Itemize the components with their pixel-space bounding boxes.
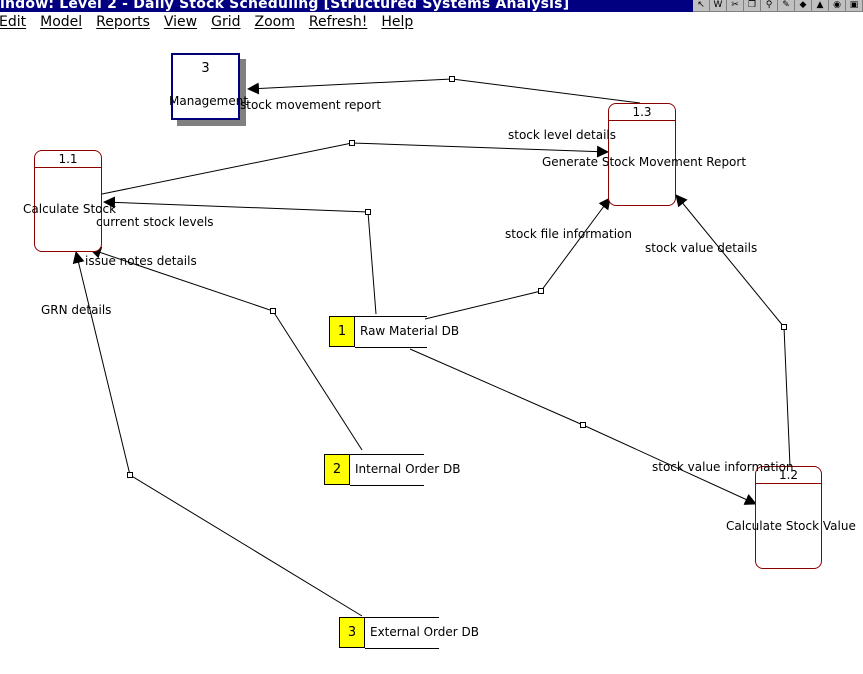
- menu-model[interactable]: Model: [40, 14, 83, 30]
- store-number: 3: [339, 617, 365, 648]
- diagram-canvas[interactable]: 3 Management 1.1 Calculate Stock 1.2 Cal…: [0, 32, 863, 674]
- arrow-icon[interactable]: ↖: [693, 0, 710, 12]
- menu-edit[interactable]: Edit: [0, 14, 27, 30]
- flow-handle[interactable]: [580, 422, 586, 428]
- store-number: 1: [329, 316, 355, 347]
- text-icon[interactable]: W: [710, 0, 727, 12]
- bug-icon[interactable]: ◉: [829, 0, 846, 12]
- title-bar: indow: Level 2 - Daily Stock Scheduling …: [0, 0, 863, 12]
- flow-label-stock-value-information[interactable]: stock value information: [652, 460, 794, 474]
- flow-handle[interactable]: [449, 76, 455, 82]
- rocket-icon[interactable]: ▲: [812, 0, 829, 12]
- flow-handle[interactable]: [270, 308, 276, 314]
- flow-line-stock-file-information[interactable]: [424, 197, 611, 320]
- flow-handle[interactable]: [349, 140, 355, 146]
- menu-grid[interactable]: Grid: [211, 14, 241, 30]
- flow-label-issue-notes-details[interactable]: issue notes details: [85, 254, 197, 268]
- window-icon[interactable]: ▣: [846, 0, 863, 12]
- toolbar: ↖ W ✂ ❐ ⚲ ✎ ◆ ▲ ◉ ▣: [693, 0, 863, 12]
- flow-label-stock-file-information[interactable]: stock file information: [505, 227, 633, 241]
- copy-icon[interactable]: ❐: [744, 0, 761, 12]
- entity-number: 3: [201, 61, 210, 76]
- menu-refresh[interactable]: Refresh!: [308, 14, 368, 30]
- process-name: Calculate Stock Value: [726, 519, 856, 533]
- tag-icon[interactable]: ◆: [795, 0, 812, 12]
- process-name: Calculate Stock: [23, 202, 117, 216]
- store-number: 2: [324, 454, 350, 485]
- flow-line-stock-level-details[interactable]: [101, 142, 609, 195]
- flow-label-stock-value-details[interactable]: stock value details: [645, 241, 758, 255]
- scissors-icon[interactable]: ✂: [727, 0, 744, 12]
- store-body: [355, 316, 427, 348]
- store-name: External Order DB: [370, 625, 479, 639]
- menu-view[interactable]: View: [163, 14, 198, 30]
- flow-label-current-stock-levels[interactable]: current stock levels: [96, 215, 214, 229]
- flow-lines: [72, 76, 791, 617]
- store-body: [350, 454, 424, 486]
- menu-zoom[interactable]: Zoom: [254, 14, 295, 30]
- process-calculate-stock[interactable]: 1.1 Calculate Stock: [23, 150, 116, 252]
- process-id: 1.1: [35, 151, 101, 168]
- pen-icon[interactable]: ✎: [778, 0, 795, 12]
- flow-line-stock-value-details[interactable]: [675, 194, 791, 467]
- process-id: 1.2: [756, 467, 821, 484]
- external-entity-management[interactable]: 3 Management: [169, 53, 248, 120]
- flow-label-grn-details[interactable]: GRN details: [41, 303, 112, 317]
- window-title: indow: Level 2 - Daily Stock Scheduling …: [0, 0, 570, 12]
- flow-handle[interactable]: [365, 209, 371, 215]
- flow-line-issue-notes-details[interactable]: [89, 246, 363, 451]
- flow-handle[interactable]: [127, 472, 133, 478]
- menu-reports[interactable]: Reports: [96, 14, 150, 30]
- flow-label-stock-level-details[interactable]: stock level details: [508, 128, 616, 142]
- key-icon[interactable]: ⚲: [761, 0, 778, 12]
- flow-handle[interactable]: [538, 288, 544, 294]
- process-name: Generate Stock Movement Report: [542, 155, 747, 169]
- store-name: Internal Order DB: [355, 462, 461, 476]
- flow-handle[interactable]: [781, 324, 787, 330]
- entity-name: Management: [169, 94, 249, 108]
- store-name: Raw Material DB: [360, 324, 460, 338]
- process-generate-stock-movement-report[interactable]: 1.3 Generate Stock Movement Report: [542, 103, 746, 206]
- menu-help[interactable]: Help: [381, 14, 414, 30]
- process-calculate-stock-value[interactable]: 1.2 Calculate Stock Value: [726, 466, 856, 569]
- menu-bar: Edit Model Reports View Grid Zoom Refres…: [0, 12, 863, 32]
- process-id: 1.3: [609, 104, 675, 121]
- flow-line-grn-details[interactable]: [72, 251, 363, 617]
- flow-label-stock-movement-report[interactable]: stock movement report: [240, 98, 382, 112]
- store-body: [365, 617, 439, 649]
